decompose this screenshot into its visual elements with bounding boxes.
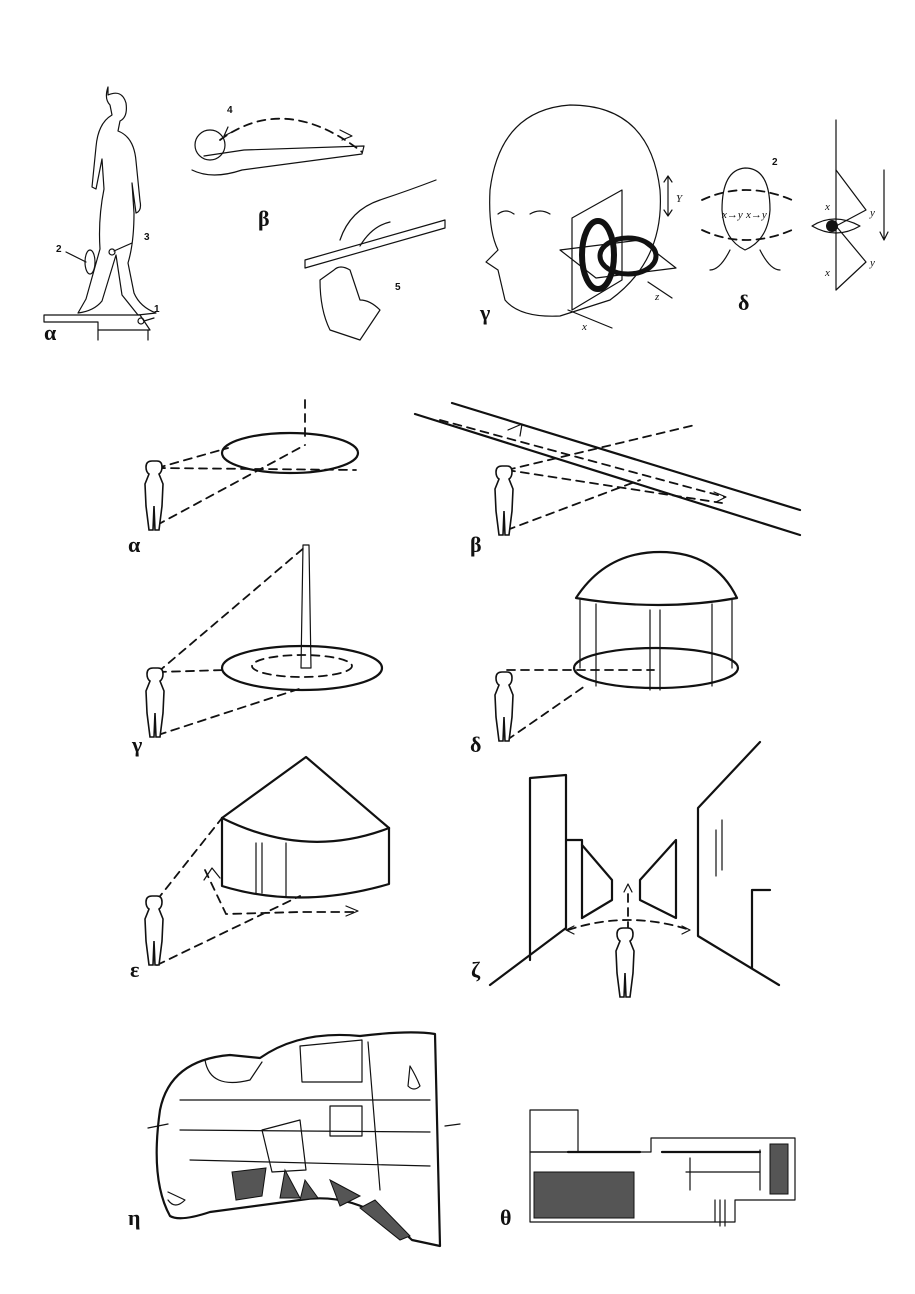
axis-z-letter: z — [654, 291, 660, 303]
space-beta — [413, 401, 802, 537]
head-axes-figure — [485, 104, 677, 329]
space-label-alpha: α — [128, 532, 141, 557]
plan-theta — [529, 1109, 796, 1227]
top-label-gamma: γ — [479, 300, 490, 325]
marker-2b: 2 — [772, 157, 778, 168]
top-label-delta: δ — [738, 290, 749, 315]
top-label-alpha: α — [44, 320, 57, 345]
eye-axis-x-upper: x — [824, 201, 830, 213]
eye-axis-x-lower: x — [824, 267, 830, 279]
arm-reach-figure — [191, 117, 446, 341]
plan-label-eta: η — [128, 1205, 141, 1230]
axis-Y-letter: Y — [676, 193, 684, 205]
space-label-zeta: ζ — [471, 957, 481, 982]
eye-axis-y-lower: y — [869, 257, 875, 269]
top-label-beta: β — [258, 206, 270, 231]
space-alpha — [144, 399, 360, 531]
walking-man-figure — [43, 86, 157, 341]
plan-eta — [147, 1031, 461, 1248]
space-gamma — [145, 544, 384, 738]
space-delta — [494, 550, 740, 742]
space-zeta — [488, 740, 781, 998]
plan-label-theta: θ — [500, 1205, 511, 1230]
space-label-epsilon: ε — [130, 957, 139, 982]
axis-xy-1: x→y — [721, 209, 743, 221]
marker-2: 2 — [56, 244, 62, 255]
marker-3: 3 — [144, 232, 150, 243]
eye-axis-y-upper: y — [869, 207, 875, 219]
space-label-beta: β — [470, 532, 482, 557]
axis-x-letter: x — [581, 321, 587, 333]
space-label-delta: δ — [470, 732, 481, 757]
axis-xy-2: x→y — [745, 209, 767, 221]
marker-5: 5 — [395, 282, 401, 293]
space-label-gamma: γ — [131, 732, 142, 757]
head-rotation-figure — [701, 119, 889, 291]
marker-1: 1 — [154, 304, 160, 315]
marker-4: 4 — [227, 105, 233, 116]
space-epsilon — [144, 755, 391, 966]
